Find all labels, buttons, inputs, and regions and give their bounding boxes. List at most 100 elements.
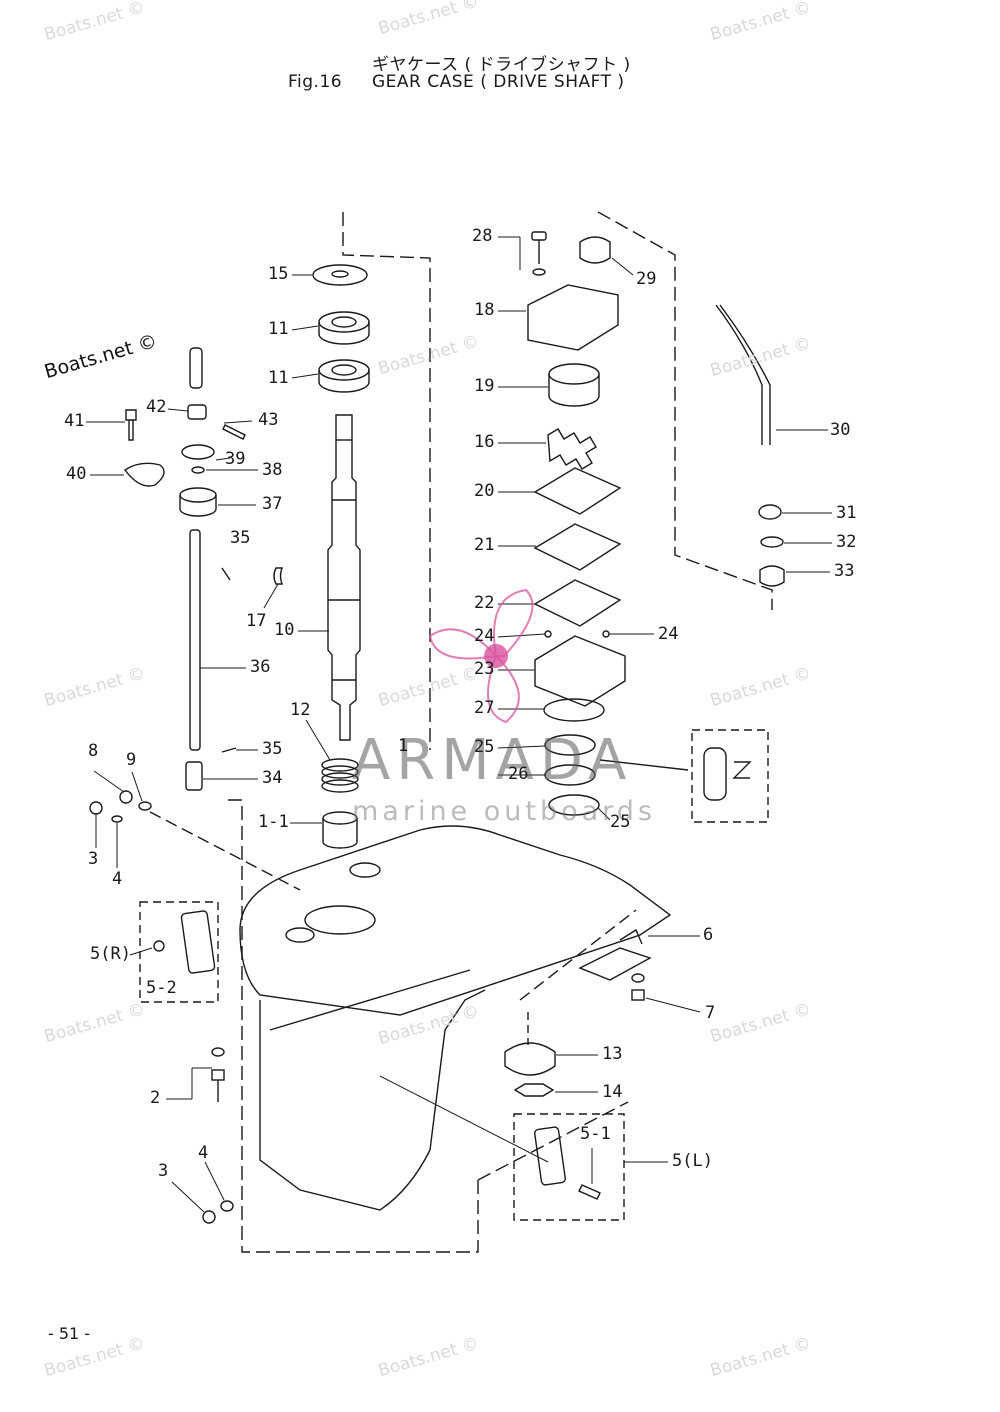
bolt-8-part <box>119 790 133 804</box>
callout-label: 22 <box>474 593 495 613</box>
gasket-20-part <box>533 467 622 515</box>
seal-orientation-detail-box <box>691 729 769 823</box>
callout-label: 21 <box>474 535 495 555</box>
grommet-37-part <box>179 487 217 517</box>
leader-8-to-case <box>149 811 301 891</box>
callout-label: 15 <box>268 264 289 284</box>
spring-12-part <box>321 758 359 793</box>
callout-label: 20 <box>474 481 495 501</box>
title-japanese: ギヤケース ( ドライブシャフト ) <box>372 55 631 75</box>
drive-shaft-guide-line <box>342 212 431 750</box>
armada-logo-text: ARMADA <box>352 728 633 793</box>
callout-label: 41 <box>64 411 85 431</box>
bolt-2-part <box>211 1047 225 1102</box>
callout-label: 24 <box>474 626 495 646</box>
title-english: GEAR CASE ( DRIVE SHAFT ) <box>372 72 625 92</box>
seal-25b-part <box>548 794 600 816</box>
callout-label: 10 <box>274 620 295 640</box>
callout-label: 3 <box>158 1161 169 1181</box>
plate-21-part <box>533 523 622 571</box>
bushing-1-1-part <box>322 811 358 849</box>
bolt-7-part <box>631 989 645 1001</box>
seal-detail-arrow <box>599 759 689 771</box>
callout-label: 5-2 <box>146 978 177 998</box>
anode-6-tab <box>619 928 643 945</box>
callout-label: 24 <box>658 624 679 644</box>
callout-label: 13 <box>602 1044 623 1064</box>
callout-label: 32 <box>836 532 857 552</box>
callout-label: 18 <box>474 300 495 320</box>
gear-13-part <box>504 1042 556 1076</box>
callout-label: 28 <box>472 226 493 246</box>
pump-housing-18-part <box>527 284 619 351</box>
key-17-part <box>273 567 284 585</box>
callout-label: 31 <box>836 503 857 523</box>
callout-label: 16 <box>474 432 495 452</box>
drive-shaft-10-part <box>327 414 361 741</box>
insert-19-part <box>548 363 600 407</box>
screw-5-2-part <box>153 940 165 952</box>
dowel-24b-part <box>602 630 610 638</box>
callout-label: 8 <box>88 741 99 761</box>
washer-4b-part <box>220 1200 234 1212</box>
housing-link-dashed <box>477 1101 629 1181</box>
callout-label: 25 <box>474 737 495 757</box>
page-number: - 51 - <box>48 1324 91 1343</box>
callout-label: 36 <box>250 657 271 677</box>
screen-5l-part <box>534 1126 566 1186</box>
callout-label: 9 <box>126 750 137 770</box>
anode-link-dashed <box>519 909 637 1001</box>
impeller-16-part <box>547 428 597 470</box>
callout-label: 25 <box>610 812 631 832</box>
o-ring-38-part <box>191 466 205 474</box>
seal-detail-lip <box>732 761 752 779</box>
washer-15-part <box>312 264 368 286</box>
callout-label: 42 <box>146 397 167 417</box>
bearing-11a-part <box>318 311 370 345</box>
gear-case-housing-1 <box>239 825 672 1211</box>
plate-40-part <box>123 462 165 487</box>
screw-5-1-part <box>578 1184 601 1200</box>
grommet-29-part <box>579 236 611 264</box>
callout-label: 35 <box>262 739 283 759</box>
callout-label: 40 <box>66 464 87 484</box>
callout-label: 5(L) <box>672 1151 713 1171</box>
callout-label: 29 <box>636 269 657 289</box>
seal-25a-part <box>544 734 596 756</box>
callout-label: 3 <box>88 849 99 869</box>
bolt-28-part <box>531 231 547 276</box>
callout-label: 5-1 <box>580 1124 611 1144</box>
washer-9-part <box>138 801 152 811</box>
pump-case-23-part <box>534 635 626 707</box>
leader-lines <box>86 236 832 1213</box>
screw-41-part <box>125 409 137 441</box>
seal-detail-cylinder <box>703 747 727 801</box>
callout-label: 37 <box>262 494 283 514</box>
callout-label: 43 <box>258 410 279 430</box>
figure-label: Fig.16 <box>288 72 343 92</box>
nut-3b-part <box>202 1210 216 1224</box>
armada-logo-subtext: marine outboards <box>352 796 657 827</box>
callout-label: 35 <box>230 528 251 548</box>
gasket-22-part <box>533 579 622 627</box>
callout-label: 4 <box>198 1143 209 1163</box>
anode-6-part <box>578 947 652 981</box>
shift-rod-top-part <box>189 347 203 389</box>
housing-outline-dashed <box>228 799 479 1253</box>
grommet-33-part <box>759 565 785 587</box>
washer-7-part <box>631 973 645 983</box>
bearing-11b-part <box>318 359 370 393</box>
callout-label: 33 <box>834 561 855 581</box>
callout-label: 39 <box>225 449 246 469</box>
screen-5l-group-box <box>513 1113 625 1221</box>
callout-label: 4 <box>112 869 123 889</box>
coupler-34-part <box>185 761 203 791</box>
shift-rod-36-part <box>189 529 201 751</box>
callout-label: 26 <box>508 764 529 784</box>
callout-label: 6 <box>703 925 714 945</box>
water-tube-30-part <box>715 304 771 445</box>
pin-35a-part <box>221 567 231 581</box>
callout-label: 27 <box>474 698 495 718</box>
callout-label: 30 <box>830 420 851 440</box>
